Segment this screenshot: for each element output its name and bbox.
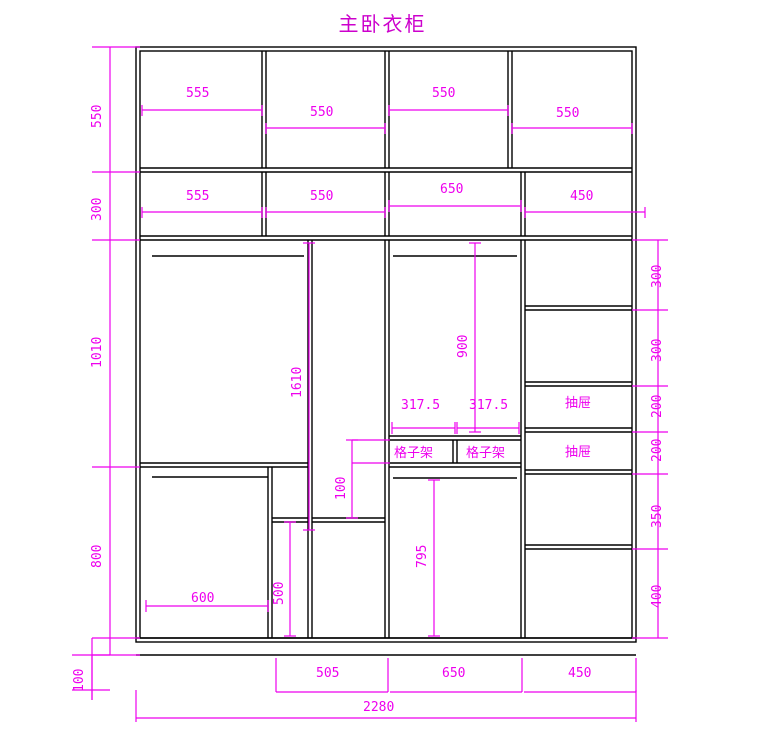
second-row-width-2: 550	[310, 189, 334, 204]
right-dimension-5: 350	[650, 504, 665, 528]
overall-width-dimension: 2280	[363, 700, 395, 715]
right-dimension-6: 400	[650, 584, 665, 608]
label-lattice-right: 格子架	[466, 446, 506, 461]
top-row-width-1: 555	[186, 86, 210, 101]
lattice-right-width-317-5: 317.5	[469, 398, 509, 413]
bottom-dimension-505: 505	[316, 666, 340, 681]
label-lattice-left: 格子架	[394, 446, 434, 461]
lower-left-width-600: 600	[191, 591, 215, 606]
second-row-width-1: 555	[186, 189, 210, 204]
lower-mid-width-500: 500	[272, 581, 287, 605]
shelf-gap-100: 100	[334, 476, 349, 500]
right-dimension-3: 200	[650, 394, 665, 418]
left-dimension-1010: 1010	[90, 336, 105, 368]
dimension-lines-group	[72, 46, 668, 722]
right-dimension-4: 200	[650, 438, 665, 462]
second-row-width-3: 650	[440, 182, 464, 197]
top-row-width-4: 550	[556, 106, 580, 121]
cabinet-outline-group	[135, 46, 637, 656]
top-row-width-3: 550	[432, 86, 456, 101]
hanging-left-height-1610: 1610	[290, 366, 305, 398]
label-drawer-top: 抽屉	[565, 396, 592, 411]
lower-tall-height-795: 795	[415, 544, 430, 568]
right-dimension-2: 300	[650, 338, 665, 362]
top-row-width-2: 550	[310, 105, 334, 120]
left-dimension-800: 800	[90, 544, 105, 568]
drawing-title: 主卧衣柜	[338, 12, 427, 36]
right-dimension-1: 300	[650, 264, 665, 288]
left-dimension-100: 100	[72, 668, 87, 692]
bottom-dimension-450: 450	[568, 666, 592, 681]
left-dimension-300: 300	[90, 197, 105, 221]
label-drawer-bottom: 抽屉	[565, 445, 592, 460]
bottom-dimension-650: 650	[442, 666, 466, 681]
second-row-width-4: 450	[570, 189, 594, 204]
lattice-left-width-317-5: 317.5	[401, 398, 441, 413]
hanging-mid-height-900: 900	[456, 334, 471, 358]
left-dimension-550: 550	[90, 104, 105, 128]
